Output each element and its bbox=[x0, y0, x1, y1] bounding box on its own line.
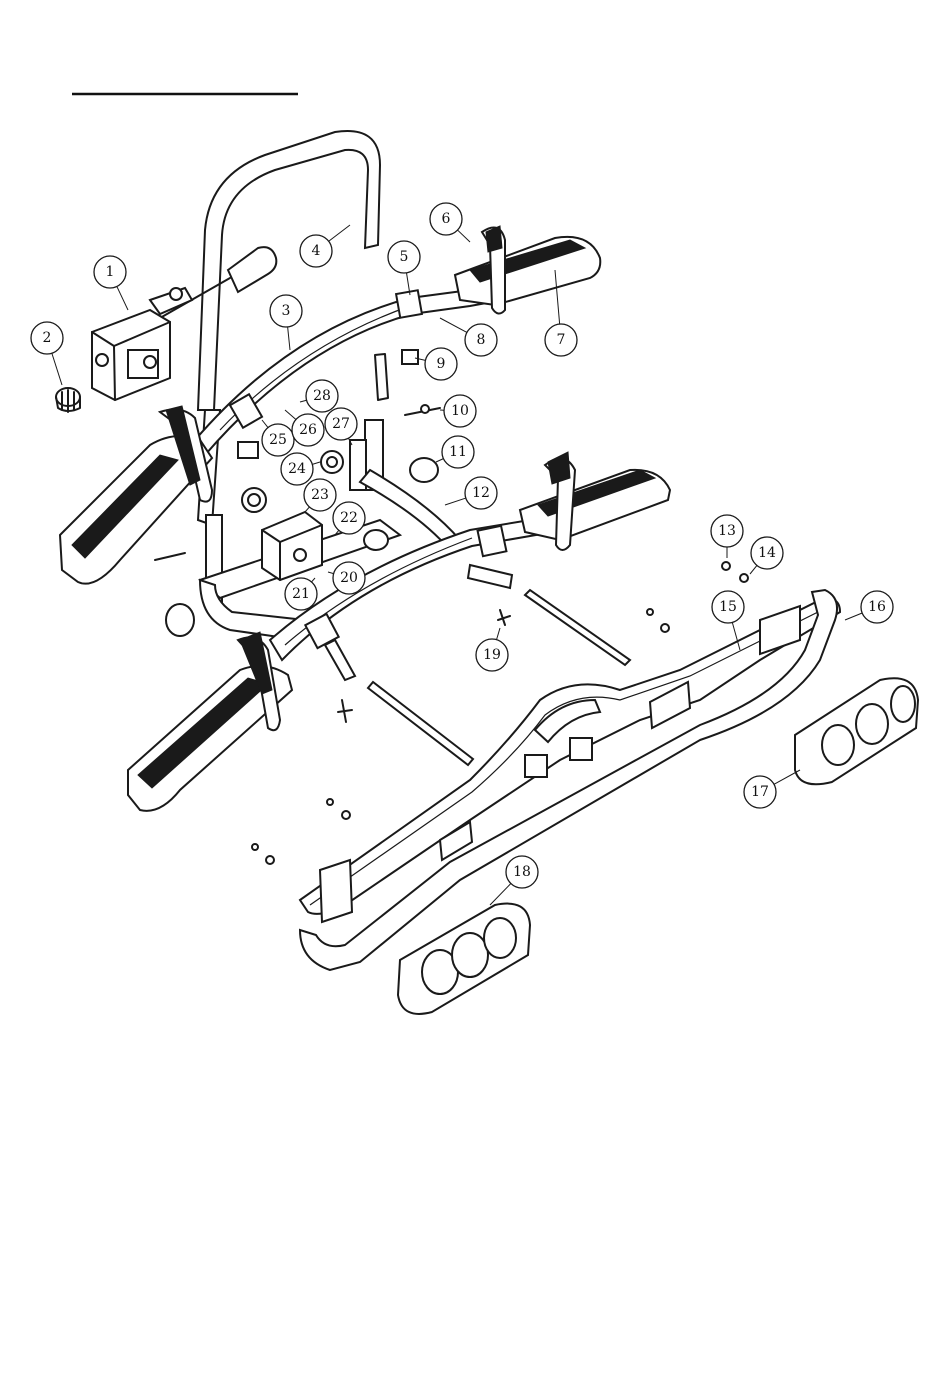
callout-20: 20 bbox=[328, 562, 365, 594]
callout-14: 14 bbox=[750, 537, 783, 574]
callout-label: 20 bbox=[340, 570, 358, 586]
callout-3: 3 bbox=[270, 295, 302, 350]
callout-label: 13 bbox=[718, 523, 736, 539]
rear-left-wheel-tray bbox=[60, 406, 212, 584]
callout-leader bbox=[445, 498, 466, 505]
callout-label: 5 bbox=[400, 249, 409, 265]
callout-leader bbox=[436, 459, 443, 462]
callout-label: 17 bbox=[751, 784, 769, 800]
callout-label: 8 bbox=[477, 332, 486, 348]
callout-label: 4 bbox=[312, 243, 321, 259]
callout-label: 23 bbox=[311, 487, 329, 503]
callout-leader bbox=[845, 613, 862, 620]
callout-12: 12 bbox=[445, 477, 497, 509]
callout-4: 4 bbox=[300, 225, 350, 267]
callout-leader bbox=[497, 628, 500, 640]
callout-23: 23 bbox=[304, 479, 336, 512]
callout-label: 14 bbox=[758, 545, 776, 561]
callout-label: 15 bbox=[719, 599, 737, 615]
callout-leader bbox=[262, 420, 268, 428]
callout-10: 10 bbox=[440, 395, 476, 427]
callout-label: 18 bbox=[513, 864, 531, 880]
callout-16: 16 bbox=[845, 591, 893, 623]
callout-19: 19 bbox=[476, 628, 508, 671]
callout-leader bbox=[300, 400, 307, 402]
callout-leader bbox=[312, 462, 320, 464]
callout-label: 22 bbox=[340, 510, 358, 526]
callout-label: 9 bbox=[437, 356, 446, 372]
callout-label: 27 bbox=[332, 416, 350, 432]
callout-label: 28 bbox=[313, 388, 331, 404]
callout-leader bbox=[117, 286, 128, 310]
callout-leader bbox=[750, 565, 757, 574]
callout-leader bbox=[490, 883, 511, 905]
callout-label: 3 bbox=[282, 303, 291, 319]
callout-leader bbox=[329, 225, 350, 241]
knob-small bbox=[56, 388, 80, 412]
callout-label: 16 bbox=[868, 599, 886, 615]
callout-11: 11 bbox=[436, 436, 474, 468]
callout-leader bbox=[312, 578, 315, 582]
callout-leader bbox=[288, 327, 290, 350]
callout-leader bbox=[328, 572, 334, 574]
callout-5: 5 bbox=[388, 241, 420, 295]
front-right-wheel-tray bbox=[520, 452, 670, 550]
callout-22: 22 bbox=[333, 502, 365, 535]
callout-1: 1 bbox=[94, 256, 128, 310]
callout-leader bbox=[285, 410, 296, 420]
callout-label: 11 bbox=[449, 444, 467, 460]
callout-leader bbox=[440, 318, 467, 332]
callout-leader bbox=[52, 353, 62, 385]
callout-18: 18 bbox=[490, 856, 538, 905]
callout-28: 28 bbox=[300, 380, 338, 412]
callout-label: 25 bbox=[269, 432, 287, 448]
callout-13: 13 bbox=[711, 515, 743, 558]
tail-lamp-right bbox=[795, 678, 918, 784]
callout-leader bbox=[305, 507, 309, 512]
callout-17: 17 bbox=[744, 770, 800, 808]
callout-label: 24 bbox=[288, 461, 306, 477]
callout-2: 2 bbox=[31, 322, 63, 385]
callout-label: 6 bbox=[442, 211, 451, 227]
callout-label: 19 bbox=[483, 647, 501, 663]
callout-label: 1 bbox=[106, 264, 115, 280]
callout-label: 12 bbox=[472, 485, 490, 501]
callout-label: 26 bbox=[299, 422, 317, 438]
rear-right-wheel-tray bbox=[455, 226, 600, 314]
callout-label: 21 bbox=[292, 586, 310, 602]
callout-9: 9 bbox=[415, 348, 457, 380]
callout-label: 2 bbox=[43, 330, 52, 346]
callout-leader bbox=[458, 230, 470, 242]
callout-25: 25 bbox=[262, 420, 294, 456]
callout-6: 6 bbox=[430, 203, 470, 242]
callout-label: 7 bbox=[557, 332, 566, 348]
lock-block bbox=[92, 288, 192, 400]
callout-leader bbox=[774, 770, 800, 784]
tail-lamp-left bbox=[398, 904, 530, 1014]
rear-crossbar bbox=[195, 280, 525, 455]
front-left-wheel-tray bbox=[128, 632, 292, 811]
callout-label: 10 bbox=[451, 403, 469, 419]
callout-21: 21 bbox=[285, 578, 317, 610]
